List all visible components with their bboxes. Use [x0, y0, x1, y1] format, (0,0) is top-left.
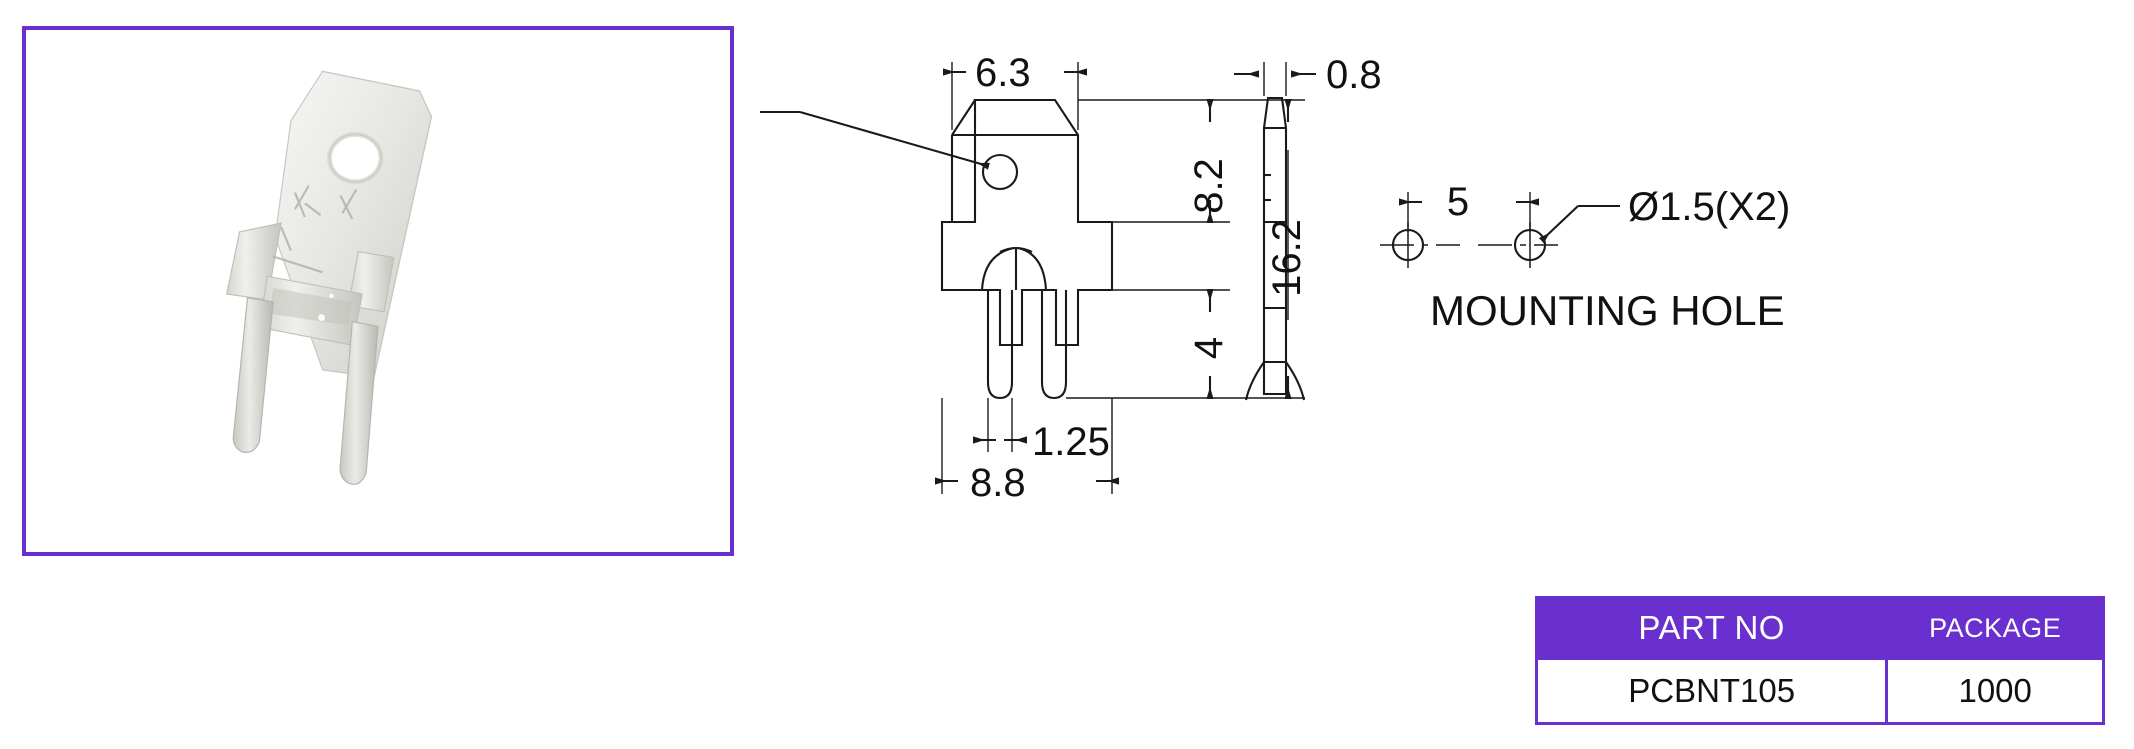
dim-label-hole-dia-x2: Ø1.5(X2)	[1628, 185, 1790, 229]
cell-part-no: PCBNT105	[1534, 657, 1889, 725]
dim-4	[1066, 289, 1230, 399]
dim-label-8p8: 8.8	[970, 461, 1026, 505]
cell-package: 1000	[1885, 657, 2105, 725]
dim-label-16p2: 16.2	[1265, 219, 1309, 297]
dim-8p2	[1078, 99, 1230, 223]
dim-label-4: 4	[1187, 337, 1231, 359]
dim-8p8	[935, 398, 1119, 494]
photo-pins	[232, 297, 379, 485]
dim-hole-dia-leader	[760, 110, 990, 170]
front-view-pins	[986, 290, 1068, 400]
photo-highlights	[273, 293, 334, 340]
technical-drawing: 6.3 Ø1.6 8.2 16.2 4 1.25 8.8 0.8 5 Ø1.5(…	[760, 51, 1790, 505]
dim-label-hole-pitch: 5	[1447, 180, 1469, 224]
table-header-row: PART NO PACKAGE	[1534, 596, 2105, 660]
table-row: PCBNT105 1000	[1534, 657, 2105, 725]
dim-label-1p25: 1.25	[1032, 420, 1110, 464]
side-view-outline	[1244, 96, 1306, 401]
mounting-hole-view	[1380, 192, 1620, 268]
product-photo-panel	[22, 26, 734, 556]
column-header-part-no: PART NO	[1534, 596, 1889, 660]
product-photo-image	[26, 30, 730, 552]
dim-1p25	[973, 398, 1027, 452]
front-view-outline	[940, 98, 1114, 347]
mounting-hole-title: MOUNTING HOLE	[1430, 287, 1785, 334]
column-header-package: PACKAGE	[1885, 596, 2105, 660]
part-number-table: PART NO PACKAGE PCBNT105 1000	[1534, 596, 2105, 725]
photo-embossing	[272, 185, 358, 274]
dim-6p3	[943, 62, 1087, 130]
front-view-dimple	[980, 246, 1048, 291]
dim-label-8p2: 8.2	[1187, 158, 1231, 214]
front-view-hole	[981, 153, 1019, 191]
dim-label-0p8: 0.8	[1326, 53, 1382, 97]
dim-label-6p3: 6.3	[975, 51, 1031, 95]
dim-0p8	[1234, 62, 1316, 96]
